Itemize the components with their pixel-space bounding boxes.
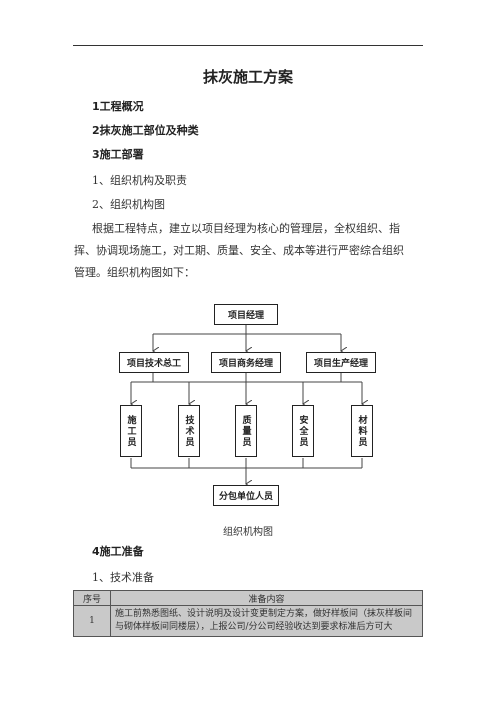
section-heading-2: 2抹灰施工部位及种类 — [92, 124, 199, 137]
section-heading-3: 3施工部署 — [92, 148, 144, 161]
paragraph-line: 管理。组织机构图如下： — [74, 266, 195, 279]
table-header-row: 序号 准备内容 — [73, 590, 423, 606]
org-node-staff: 技术员 — [178, 405, 200, 457]
body-paragraph: 根据工程特点，建立以项目经理为核心的管理层，全权组织、指 挥、协调现场施工，对工… — [74, 218, 422, 284]
org-node-production-manager: 项目生产经理 — [306, 352, 376, 373]
table-header-num: 序号 — [73, 590, 111, 606]
list-item-tech-prep: 1、技术准备 — [92, 571, 154, 584]
header-rule — [73, 45, 423, 46]
list-item-chart: 2、组织机构图 — [92, 198, 165, 211]
table-header-content: 准备内容 — [110, 590, 423, 606]
org-node-staff: 材料员 — [351, 405, 373, 457]
org-node-project-manager: 项目经理 — [214, 304, 278, 325]
table-cell-num: 1 — [73, 605, 111, 637]
table-cell-content: 施工前熟悉图纸、设计说明及设计变更制定方案，做好样板间（抹灰样板间与砌体样板间同… — [110, 605, 423, 637]
prep-table: 序号 准备内容 1 施工前熟悉图纸、设计说明及设计变更制定方案，做好样板间（抹灰… — [73, 590, 423, 637]
document-title: 抹灰施工方案 — [202, 68, 293, 86]
paragraph-line: 挥、协调现场施工，对工期、质量、安全、成本等进行严密综合组织 — [74, 244, 404, 257]
list-item-org: 1、组织机构及职责 — [92, 174, 187, 187]
org-node-technical-chief: 项目技术总工 — [119, 352, 189, 373]
org-node-staff: 安全员 — [292, 405, 314, 457]
paragraph-line: 根据工程特点，建立以项目经理为核心的管理层，全权组织、指 — [92, 222, 400, 235]
chart-caption: 组织机构图 — [223, 527, 273, 538]
section-heading-4: 4施工准备 — [92, 545, 144, 558]
org-node-staff: 施工员 — [120, 405, 142, 457]
table-row: 1 施工前熟悉图纸、设计说明及设计变更制定方案，做好样板间（抹灰样板间与砌体样板… — [73, 605, 423, 637]
org-node-subcontractor: 分包单位人员 — [213, 485, 279, 506]
section-heading-1: 1工程概况 — [92, 100, 144, 113]
org-node-commercial-manager: 项目商务经理 — [211, 352, 281, 373]
org-node-staff: 质量员 — [235, 405, 257, 457]
